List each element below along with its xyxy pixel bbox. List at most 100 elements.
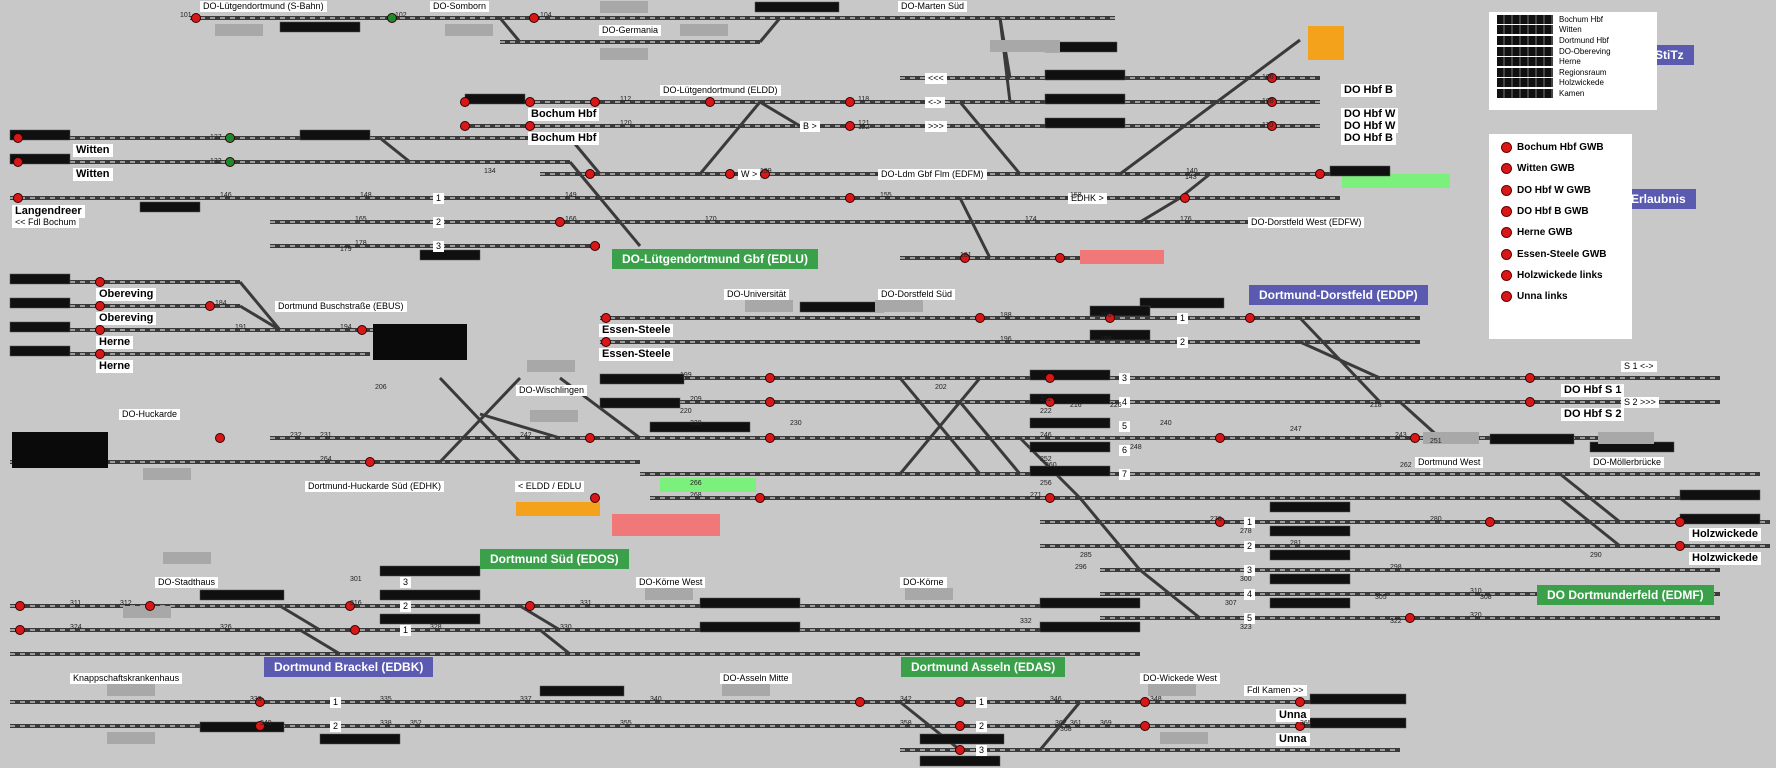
train-number-field[interactable] [1044, 69, 1126, 81]
gwb-button[interactable]: Herne GWB [1489, 222, 1632, 243]
train-number-field[interactable] [1309, 717, 1407, 729]
signal-red-icon[interactable] [845, 97, 855, 107]
signal-red-icon[interactable] [1245, 313, 1255, 323]
gwb-button[interactable]: Witten GWB [1489, 158, 1632, 179]
train-number-field[interactable] [379, 589, 481, 601]
signal-red-icon[interactable] [1045, 493, 1055, 503]
signal-red-icon[interactable] [590, 493, 600, 503]
signal-red-icon[interactable] [460, 121, 470, 131]
train-number-field[interactable] [699, 621, 801, 633]
track-switch[interactable] [1078, 497, 1142, 571]
train-number-field[interactable] [1044, 93, 1126, 105]
signal-red-icon[interactable] [585, 169, 595, 179]
signal-red-icon[interactable] [13, 157, 23, 167]
direction-arrow[interactable]: B > [800, 121, 820, 132]
track-switch[interactable] [498, 17, 522, 43]
signal-red-icon[interactable] [755, 493, 765, 503]
train-number-field[interactable] [1269, 573, 1351, 585]
train-number-field[interactable] [1029, 417, 1111, 429]
signal-red-icon[interactable] [1105, 313, 1115, 323]
direction-arrow[interactable]: >>> [925, 121, 947, 132]
train-number-field[interactable] [599, 373, 685, 385]
signal-red-icon[interactable] [215, 433, 225, 443]
train-number-field[interactable] [379, 613, 481, 625]
train-number-field[interactable] [139, 201, 201, 213]
signal-red-icon[interactable] [95, 325, 105, 335]
legend-row[interactable]: DO-Obereving [1489, 46, 1657, 57]
train-number-field[interactable] [9, 129, 71, 141]
track-switch[interactable] [898, 377, 982, 475]
signal-red-icon[interactable] [345, 601, 355, 611]
track-switch[interactable] [1299, 340, 1381, 380]
train-number-field[interactable] [419, 249, 481, 261]
track-switch[interactable] [519, 604, 561, 632]
track-switch[interactable] [958, 401, 1022, 475]
train-number-field[interactable] [9, 297, 71, 309]
signal-red-icon[interactable] [590, 97, 600, 107]
signal-red-icon[interactable] [725, 169, 735, 179]
track-switch[interactable] [1559, 496, 1621, 548]
signal-red-icon[interactable] [529, 13, 539, 23]
signal-red-icon[interactable] [191, 13, 201, 23]
signal-red-icon[interactable] [1045, 397, 1055, 407]
signal-red-icon[interactable] [1485, 517, 1495, 527]
signal-red-icon[interactable] [460, 97, 470, 107]
legend-row[interactable]: Regionsraum [1489, 67, 1657, 78]
signal-red-icon[interactable] [975, 313, 985, 323]
signal-red-icon[interactable] [1405, 613, 1415, 623]
track-switch[interactable] [239, 304, 281, 332]
track-switch[interactable] [539, 628, 571, 656]
signal-red-icon[interactable] [960, 253, 970, 263]
signal-red-icon[interactable] [1675, 517, 1685, 527]
track-switch[interactable] [299, 628, 341, 656]
train-number-field[interactable] [799, 301, 885, 313]
legend-row[interactable]: Bochum Hbf [1489, 14, 1657, 25]
direction-arrow[interactable]: S 1 <-> [1621, 361, 1657, 372]
train-number-field[interactable] [1679, 489, 1761, 501]
track-switch[interactable] [598, 197, 642, 247]
train-number-field[interactable] [754, 1, 840, 13]
signal-red-icon[interactable] [765, 397, 775, 407]
signal-red-icon[interactable] [1410, 433, 1420, 443]
signal-red-icon[interactable] [855, 697, 865, 707]
signal-red-icon[interactable] [525, 601, 535, 611]
signal-red-icon[interactable] [1525, 373, 1535, 383]
signal-red-icon[interactable] [350, 625, 360, 635]
train-number-field[interactable] [699, 597, 801, 609]
signal-red-icon[interactable] [15, 601, 25, 611]
legend-row[interactable]: Dortmund Hbf [1489, 35, 1657, 46]
signal-red-icon[interactable] [601, 313, 611, 323]
train-number-field[interactable] [1029, 393, 1111, 405]
signal-red-icon[interactable] [955, 721, 965, 731]
signal-red-icon[interactable] [1215, 517, 1225, 527]
signal-red-icon[interactable] [95, 301, 105, 311]
signal-red-icon[interactable] [13, 133, 23, 143]
track-switch[interactable] [568, 161, 602, 199]
signal-red-icon[interactable] [365, 457, 375, 467]
track-switch[interactable] [958, 197, 992, 259]
train-number-field[interactable] [9, 153, 71, 165]
signal-green-icon[interactable] [225, 157, 235, 167]
signal-red-icon[interactable] [1267, 121, 1277, 131]
train-number-field[interactable] [1489, 433, 1575, 445]
train-number-field[interactable] [1269, 597, 1351, 609]
train-number-field[interactable] [9, 273, 71, 285]
train-number-field[interactable] [1269, 525, 1351, 537]
track-switch[interactable] [279, 604, 321, 632]
gwb-button[interactable]: DO Hbf B GWB [1489, 201, 1632, 222]
gwb-button[interactable]: Unna links [1489, 286, 1632, 307]
train-number-field[interactable] [539, 685, 625, 697]
direction-arrow[interactable]: S 2 >>> [1621, 397, 1659, 408]
signal-red-icon[interactable] [1267, 73, 1277, 83]
signal-green-icon[interactable] [225, 133, 235, 143]
signal-red-icon[interactable] [585, 433, 595, 443]
train-number-field[interactable] [9, 345, 71, 357]
train-number-field[interactable] [299, 129, 371, 141]
signal-red-icon[interactable] [1140, 721, 1150, 731]
legend-row[interactable]: Herne [1489, 56, 1657, 67]
gwb-button[interactable]: Bochum Hbf GWB [1489, 137, 1632, 158]
signal-red-icon[interactable] [145, 601, 155, 611]
gwb-button[interactable]: DO Hbf W GWB [1489, 180, 1632, 201]
legend-row[interactable]: Holzwickede [1489, 78, 1657, 89]
signal-red-icon[interactable] [15, 625, 25, 635]
